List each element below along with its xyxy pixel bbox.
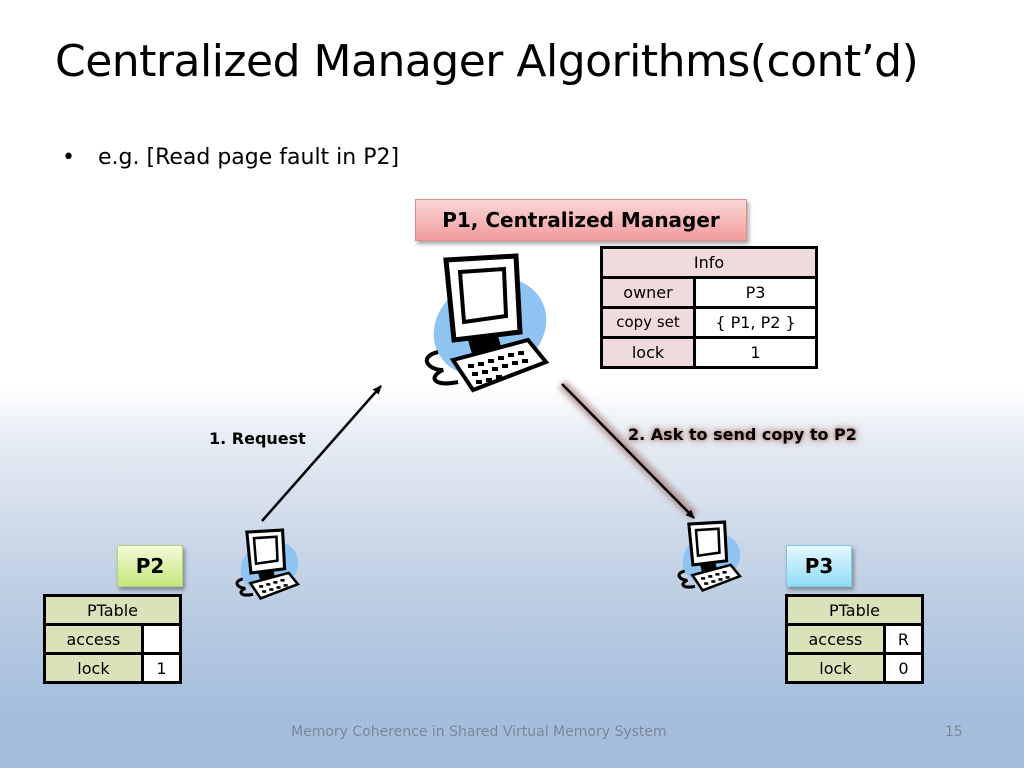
p3-ptable: PTable access R lock 0 [785,594,925,684]
ptable-key-access: access [785,623,886,655]
table-row: access [43,623,183,655]
p2-label: P2 [117,545,183,587]
ptable-header: PTable [785,594,924,626]
table-row: access R [785,623,925,655]
info-value-copy-set: { P1, P2 } [693,306,818,339]
ptable-value-lock: 0 [882,652,925,684]
edge-request-label: 1. Request [209,429,306,448]
bullet-marker: • [62,145,75,170]
ptable-value-lock: 1 [140,652,183,684]
p2-ptable: PTable access lock 1 [43,594,183,684]
ptable-value-access: R [882,623,925,655]
table-row: lock 0 [785,652,925,684]
p1-manager-label: P1, Centralized Manager [415,199,747,241]
info-key-lock: lock [600,336,696,369]
ptable-header: PTable [43,594,182,626]
bullet-item: • e.g. [Read page fault in P2] [62,145,399,170]
table-row: lock 1 [600,336,818,369]
bullet-text: e.g. [Read page fault in P2] [98,145,400,170]
page-number: 15 [945,724,963,740]
info-value-lock: 1 [693,336,818,369]
edge-ask-label: 2. Ask to send copy to P2 [628,425,857,444]
p1-info-table: Info owner P3 copy set { P1, P2 } lock 1 [600,246,818,369]
computer-icon [424,253,550,393]
ptable-key-lock: lock [785,652,886,684]
edge-ask-arrow [561,383,695,519]
ptable-key-lock: lock [43,652,144,684]
edge-request-arrow [261,385,382,522]
table-row: lock 1 [43,652,183,684]
table-row: owner P3 [600,276,818,309]
info-table-header: Info [600,246,818,279]
ptable-value-access [140,623,183,655]
computer-icon [677,520,742,592]
ptable-header-row: PTable [43,594,182,626]
info-key-copy-set: copy set [600,306,696,339]
ptable-key-access: access [43,623,144,655]
table-row: copy set { P1, P2 } [600,306,818,339]
slide-title: Centralized Manager Algorithms(cont’d) [55,36,919,87]
p3-label: P3 [786,545,852,587]
info-key-owner: owner [600,276,696,309]
ptable-header-row: PTable [785,594,924,626]
computer-icon [235,528,300,600]
info-table-header-row: Info [600,246,818,279]
footer-text: Memory Coherence in Shared Virtual Memor… [291,724,667,740]
info-value-owner: P3 [693,276,818,309]
